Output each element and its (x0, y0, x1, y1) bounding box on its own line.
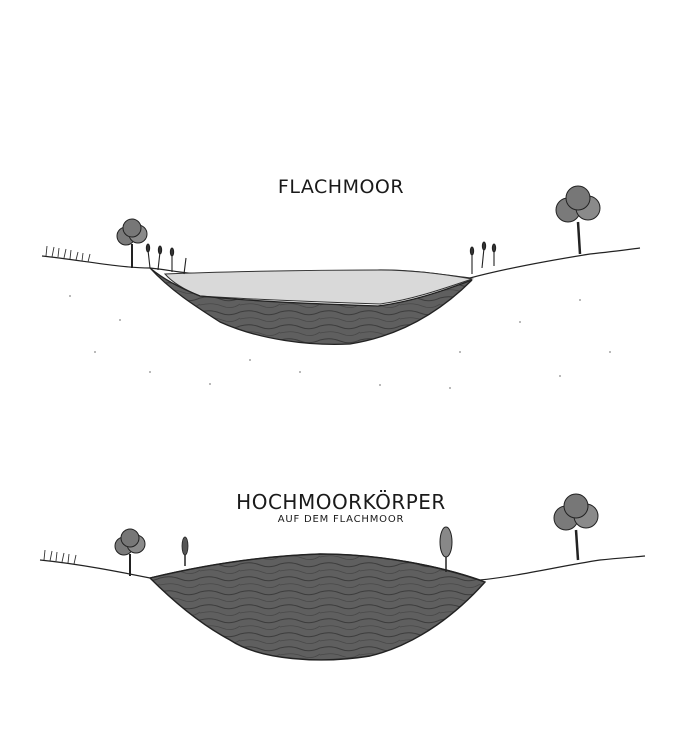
panel-hochmoor (39, 493, 646, 661)
bog-tree-left (181, 536, 189, 566)
title-hochmoorkoerper: HOCHMOORKÖRPER (236, 490, 446, 514)
title-flachmoor: FLACHMOOR (277, 176, 405, 198)
grass-left-2 (43, 549, 77, 565)
reeds-right (469, 241, 497, 274)
tree-right-2 (553, 493, 599, 561)
bog-tree-right (439, 526, 453, 572)
tree-left (116, 218, 148, 268)
raised-bog-body (148, 553, 487, 661)
subtitle-auf-dem-flachmoor: AUF DEM FLACHMOOR (277, 514, 405, 525)
tree-right (555, 185, 601, 255)
tree-left-2 (114, 528, 146, 576)
soil-speckles (69, 295, 611, 389)
panel-flachmoor (41, 185, 641, 389)
peat-layer (149, 267, 473, 345)
reeds-left (145, 243, 187, 275)
grass-left (45, 245, 91, 263)
